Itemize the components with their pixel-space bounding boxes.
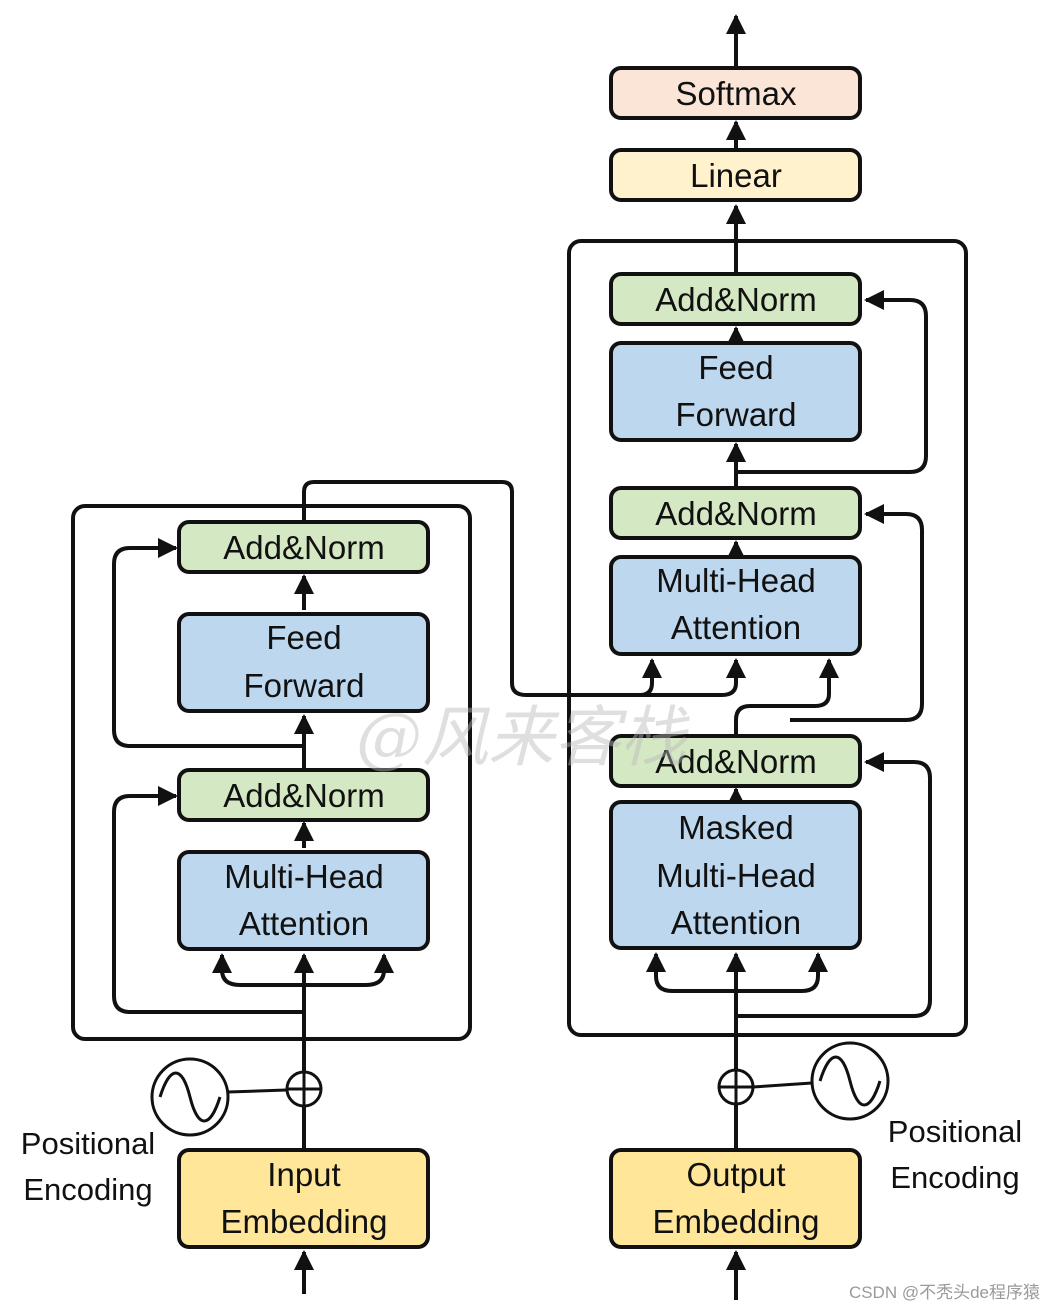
svg-text:Add&Norm: Add&Norm xyxy=(223,777,384,814)
svg-text:Add&Norm: Add&Norm xyxy=(655,281,816,318)
decoder-positional-encoding xyxy=(717,1041,890,1121)
encoder-sine-wave-icon xyxy=(150,1057,230,1137)
encoder-input-embedding: Input Embedding xyxy=(177,1148,430,1249)
watermark-overlay: @风来客栈 xyxy=(356,699,690,776)
svg-text:Attention: Attention xyxy=(239,905,369,942)
svg-text:Input: Input xyxy=(267,1156,340,1193)
svg-text:Attention: Attention xyxy=(671,904,801,941)
encoder-multi-head-attention: Multi-Head Attention xyxy=(177,850,430,951)
decoder-linear: Linear xyxy=(609,148,862,202)
svg-text:Masked: Masked xyxy=(678,809,794,846)
decoder-masked-multi-head-attention: Masked Multi-Head Attention xyxy=(609,800,862,950)
decoder-multi-head-attention: Multi-Head Attention xyxy=(609,555,862,656)
decoder-add-norm-bottom: Add&Norm xyxy=(609,734,862,788)
svg-text:Embedding: Embedding xyxy=(653,1203,820,1240)
svg-text:Feed: Feed xyxy=(698,349,773,386)
decoder-add-norm-top: Add&Norm xyxy=(609,272,862,326)
watermark-credit: CSDN @不秃头de程序猿 xyxy=(849,1283,1040,1302)
svg-text:Positional: Positional xyxy=(21,1126,155,1161)
decoder-sine-wave-icon xyxy=(810,1041,890,1121)
encoder-sine-wave-path xyxy=(158,1071,222,1123)
decoder-connectors xyxy=(646,14,932,1300)
encoder-frame xyxy=(71,504,472,1041)
svg-text:Encoding: Encoding xyxy=(23,1172,152,1207)
svg-text:Add&Norm: Add&Norm xyxy=(655,743,816,780)
svg-text:Positional: Positional xyxy=(888,1114,1022,1149)
encoder-positional-label: Positional Encoding xyxy=(21,1126,155,1207)
svg-text:Feed: Feed xyxy=(266,619,341,656)
decoder-add-norm-middle: Add&Norm xyxy=(609,486,862,540)
svg-text:Multi-Head: Multi-Head xyxy=(224,858,384,895)
svg-text:Forward: Forward xyxy=(675,396,796,433)
decoder-frame xyxy=(567,239,968,1037)
svg-text:Forward: Forward xyxy=(243,667,364,704)
encoder-add-norm-bottom: Add&Norm xyxy=(177,768,430,822)
svg-text:Attention: Attention xyxy=(671,609,801,646)
decoder-positional-label: Positional Encoding xyxy=(888,1114,1022,1195)
svg-text:Softmax: Softmax xyxy=(675,75,797,112)
decoder-sine-wave-path xyxy=(818,1055,882,1107)
encoder-add-norm-top: Add&Norm xyxy=(177,520,430,574)
svg-text:Linear: Linear xyxy=(690,157,782,194)
svg-text:Embedding: Embedding xyxy=(221,1203,388,1240)
decoder-feed-forward: Feed Forward xyxy=(609,341,862,442)
decoder-softmax: Softmax xyxy=(609,66,862,120)
svg-text:Add&Norm: Add&Norm xyxy=(223,529,384,566)
svg-text:Encoding: Encoding xyxy=(890,1160,1019,1195)
svg-text:Multi-Head: Multi-Head xyxy=(656,562,816,599)
svg-text:Add&Norm: Add&Norm xyxy=(655,495,816,532)
encoder-feed-forward: Feed Forward xyxy=(177,612,430,713)
encoder-connectors xyxy=(112,480,746,1294)
svg-text:Output: Output xyxy=(686,1156,785,1193)
svg-text:Multi-Head: Multi-Head xyxy=(656,857,816,894)
encoder-positional-encoding xyxy=(150,1057,323,1137)
decoder-output-embedding: Output Embedding xyxy=(609,1148,862,1249)
